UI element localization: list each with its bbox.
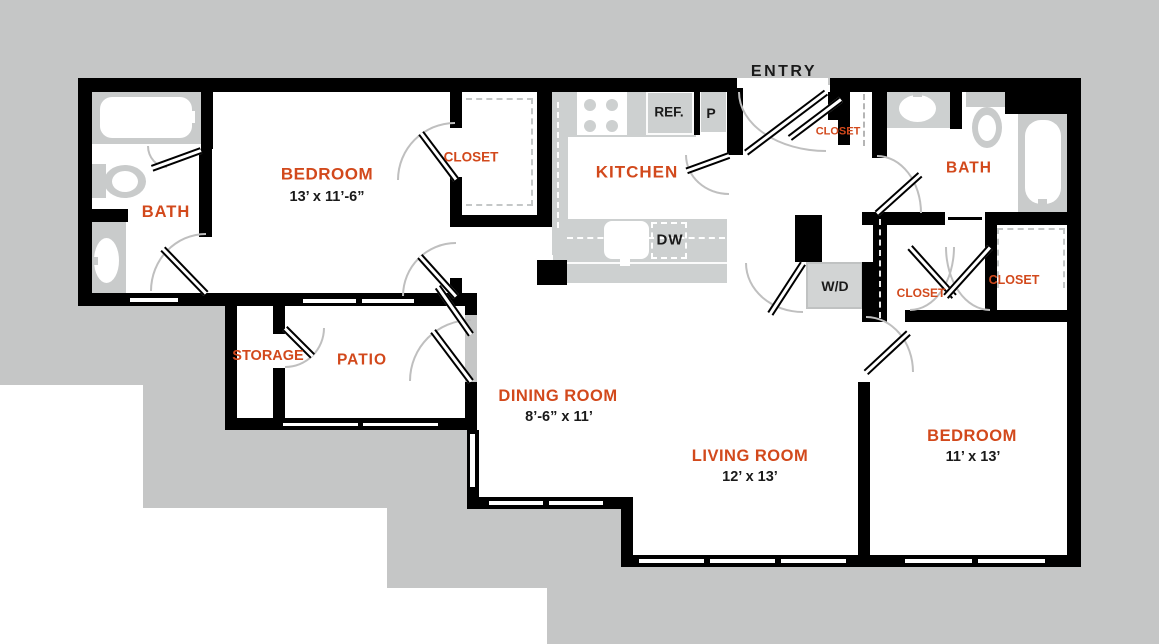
wall-step — [621, 497, 633, 567]
window-living-2 — [708, 557, 777, 565]
closet-bedroom-label: CLOSET — [443, 149, 499, 165]
window-bedroom-left-2 — [360, 297, 416, 305]
wall-right — [1067, 78, 1081, 567]
wall-storage-left — [225, 306, 237, 430]
window-dining-west — [468, 432, 477, 489]
kitchen-sink-faucet — [620, 250, 630, 266]
sink-left-faucet — [90, 257, 98, 265]
stove-burner-2 — [606, 99, 618, 111]
window-patio-2 — [361, 421, 440, 428]
bath-right-label: BATH — [946, 159, 992, 177]
stove-burner-4 — [606, 120, 618, 132]
wall-kitchen-left — [537, 88, 552, 227]
wall-patio-east-upper — [465, 295, 477, 315]
living-room-label: LIVING ROOM — [691, 446, 809, 465]
wall-bath-divider-lower — [199, 149, 212, 237]
window-dining-1 — [487, 499, 545, 507]
sink-right — [899, 95, 936, 122]
pocket-door-panel — [948, 217, 982, 220]
storage-label: STORAGE — [232, 347, 304, 364]
window-living-3 — [779, 557, 848, 565]
closet-right-shelves — [997, 228, 1065, 288]
wall-bath-right-bottom-b — [983, 212, 1081, 225]
bedroom-left-dims: 13’ x 11’-6” — [289, 188, 365, 205]
wall-top-right — [830, 78, 1081, 92]
bedroom-left-label: BEDROOM — [280, 164, 374, 184]
closet-middle-label: CLOSET — [896, 286, 946, 300]
sink-left — [94, 238, 119, 283]
closet-bedroom-shelves — [466, 98, 533, 206]
closet-entry-label: CLOSET — [815, 125, 861, 138]
stove-burner-3 — [584, 120, 596, 132]
window-bedroom-right-2 — [976, 557, 1047, 565]
bath-left-label: BATH — [141, 202, 191, 221]
window-patio-1 — [281, 421, 360, 428]
dishwasher-outline — [651, 222, 687, 259]
wall-bath-right-corner — [1005, 92, 1067, 114]
wall-living-bedroom-divider — [858, 382, 870, 567]
floor-dining — [477, 295, 623, 498]
refrigerator-box — [646, 91, 694, 135]
window-bedroom-left-1 — [301, 297, 358, 305]
wall-storage-divider-b — [273, 368, 285, 430]
toilet-left-bowl-inner — [112, 171, 138, 192]
closet-right-label: CLOSET — [988, 272, 1040, 287]
bathtub-left-basin — [100, 97, 192, 138]
wall-top-left — [78, 78, 737, 92]
wall-closet-left-b — [450, 177, 462, 227]
wall-wd-block — [795, 215, 822, 262]
wall-kitchen-block — [537, 260, 567, 285]
toilet-left-tank — [89, 164, 106, 198]
sink-right-faucet — [913, 89, 922, 97]
wall-closet-bottom — [450, 215, 549, 227]
bathtub-right-basin — [1025, 120, 1061, 204]
wall-ref-divider — [694, 88, 700, 135]
wall-bath-divider-upper — [201, 88, 213, 149]
pantry-box — [699, 91, 726, 132]
floor-living — [621, 295, 860, 555]
toilet-right-tank — [966, 89, 1006, 107]
entry-label: ENTRY — [750, 63, 818, 80]
dining-room-dims: 8’-6” x 11’ — [525, 408, 593, 425]
bedroom-right-label: BEDROOM — [927, 426, 1017, 445]
window-bedroom-right-1 — [903, 557, 974, 565]
wall-mid-lower-dash — [879, 219, 881, 318]
dishwasher-label: DW — [656, 231, 684, 249]
wall-left — [78, 78, 92, 306]
living-room-dims: 12’ x 13’ — [722, 468, 778, 485]
background-step-4 — [547, 588, 1159, 644]
bathtub-left-handle — [186, 111, 195, 123]
kitchen-counter-dash-h — [567, 237, 725, 239]
bathtub-right-handle — [1038, 199, 1047, 211]
washer-dryer-box — [806, 262, 863, 309]
kitchen-label: KITCHEN — [595, 162, 679, 182]
kitchen-counter-bar — [563, 262, 727, 283]
patio-label: PATIO — [336, 351, 388, 369]
refrigerator-label: REF. — [654, 104, 684, 120]
kitchen-counter-dash-v — [557, 102, 559, 228]
toilet-right-bowl-inner — [978, 115, 996, 141]
wall-wd-right — [862, 262, 875, 322]
window-bath-left — [128, 296, 180, 304]
pantry-label: P — [706, 105, 716, 121]
wall-bath-right-stub — [950, 88, 962, 129]
wall-mid-upper — [872, 88, 887, 158]
wall-pantry-right — [727, 88, 743, 155]
window-living-1 — [637, 557, 706, 565]
wall-storage-divider-a — [273, 306, 285, 334]
wall-closet-left-a — [450, 88, 462, 128]
wall-bath-sink — [78, 209, 128, 222]
washer-dryer-label: W/D — [821, 278, 849, 294]
entry-closet-bifold-dash — [863, 94, 865, 146]
bedroom-right-dims: 11’ x 13’ — [945, 448, 1001, 465]
stove-burner-1 — [584, 99, 596, 111]
floor-entry-gap — [737, 78, 828, 94]
window-dining-2 — [547, 499, 605, 507]
wall-patio-east-lower — [465, 382, 477, 430]
wall-entry-closet-left — [838, 92, 850, 145]
dining-room-label: DINING ROOM — [498, 386, 618, 405]
